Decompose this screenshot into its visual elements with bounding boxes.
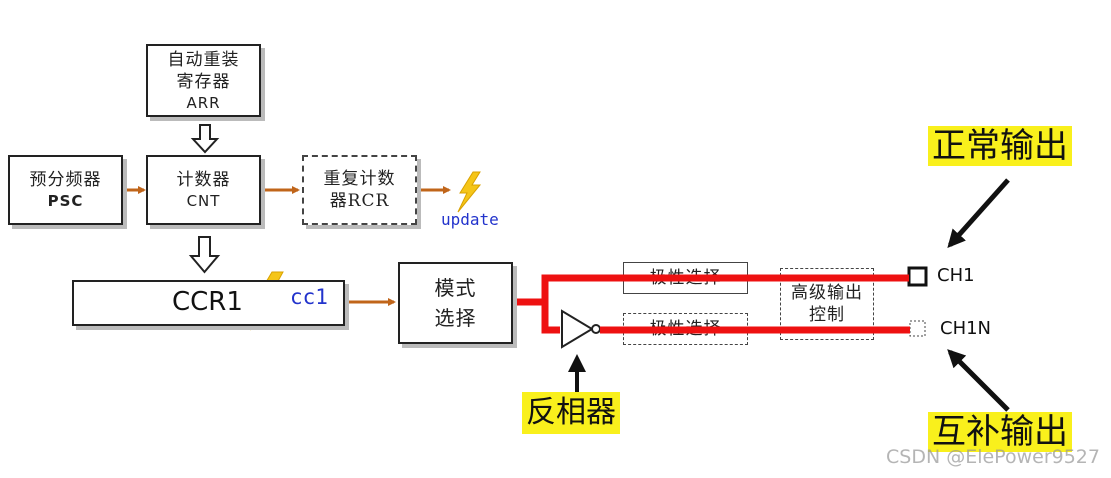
ccr1-block [72,280,345,326]
psc-label-line2: PSC [47,192,84,210]
update-lightning-icon [457,171,482,213]
ch1-pin [907,266,928,287]
mode-label-line2: 选择 [434,306,477,330]
inverter-callout: 反相器 [522,392,620,434]
arr-label-line1: 自动重装 [167,49,240,70]
polarity-bottom-label: 极性选择 [649,319,722,339]
psc-block: 预分频器 PSC [8,155,123,225]
update-event-label: update [441,210,499,229]
rcr-block: 重复计数 器RCR [302,155,417,225]
arr-label-line2: 寄存器 [176,71,231,92]
ch1n-label: CH1N [940,318,992,339]
inverter-bubble [591,324,601,334]
polarity-select-bottom: 极性选择 [623,313,748,345]
ch1-label: CH1 [937,265,975,286]
mode-label-line1: 模式 [434,276,477,300]
cnt-block: 计数器 CNT [146,155,261,225]
polarity-top-label: 极性选择 [649,268,722,288]
cnt-to-ccr1-arrow [188,236,221,274]
psc-label-line1: 预分频器 [29,170,102,190]
cc1-event-label: cc1 [290,285,328,309]
ccr1-label: CCR1 [172,287,243,317]
polarity-select-top: 极性选择 [623,262,748,294]
rcr-label-line1: 重复计数 [323,169,396,189]
arr-label-line3: ARR [186,93,221,112]
rcr-label-line2: 器RCR [329,191,390,211]
advanced-label-line1: 高级输出 [791,283,863,303]
inverter-symbol [561,309,594,349]
ch1n-pin [909,320,926,337]
normal-output-pointer [947,178,1010,248]
advanced-output-control-block: 高级输出 控制 [780,268,874,340]
complementary-output-callout: 互补输出 [928,412,1072,452]
normal-output-callout: 正常输出 [928,126,1072,166]
cnt-label-line1: 计数器 [176,170,231,190]
mode-select-block: 模式 选择 [398,262,513,344]
cnt-label-line2: CNT [186,192,221,210]
advanced-label-line2: 控制 [809,305,845,325]
watermark: CSDN @ElePower9527 [886,446,1100,468]
arr-block: 自动重装 寄存器 ARR [146,44,261,117]
complementary-output-pointer [947,349,1010,412]
arr-to-cnt-arrow [190,124,220,154]
